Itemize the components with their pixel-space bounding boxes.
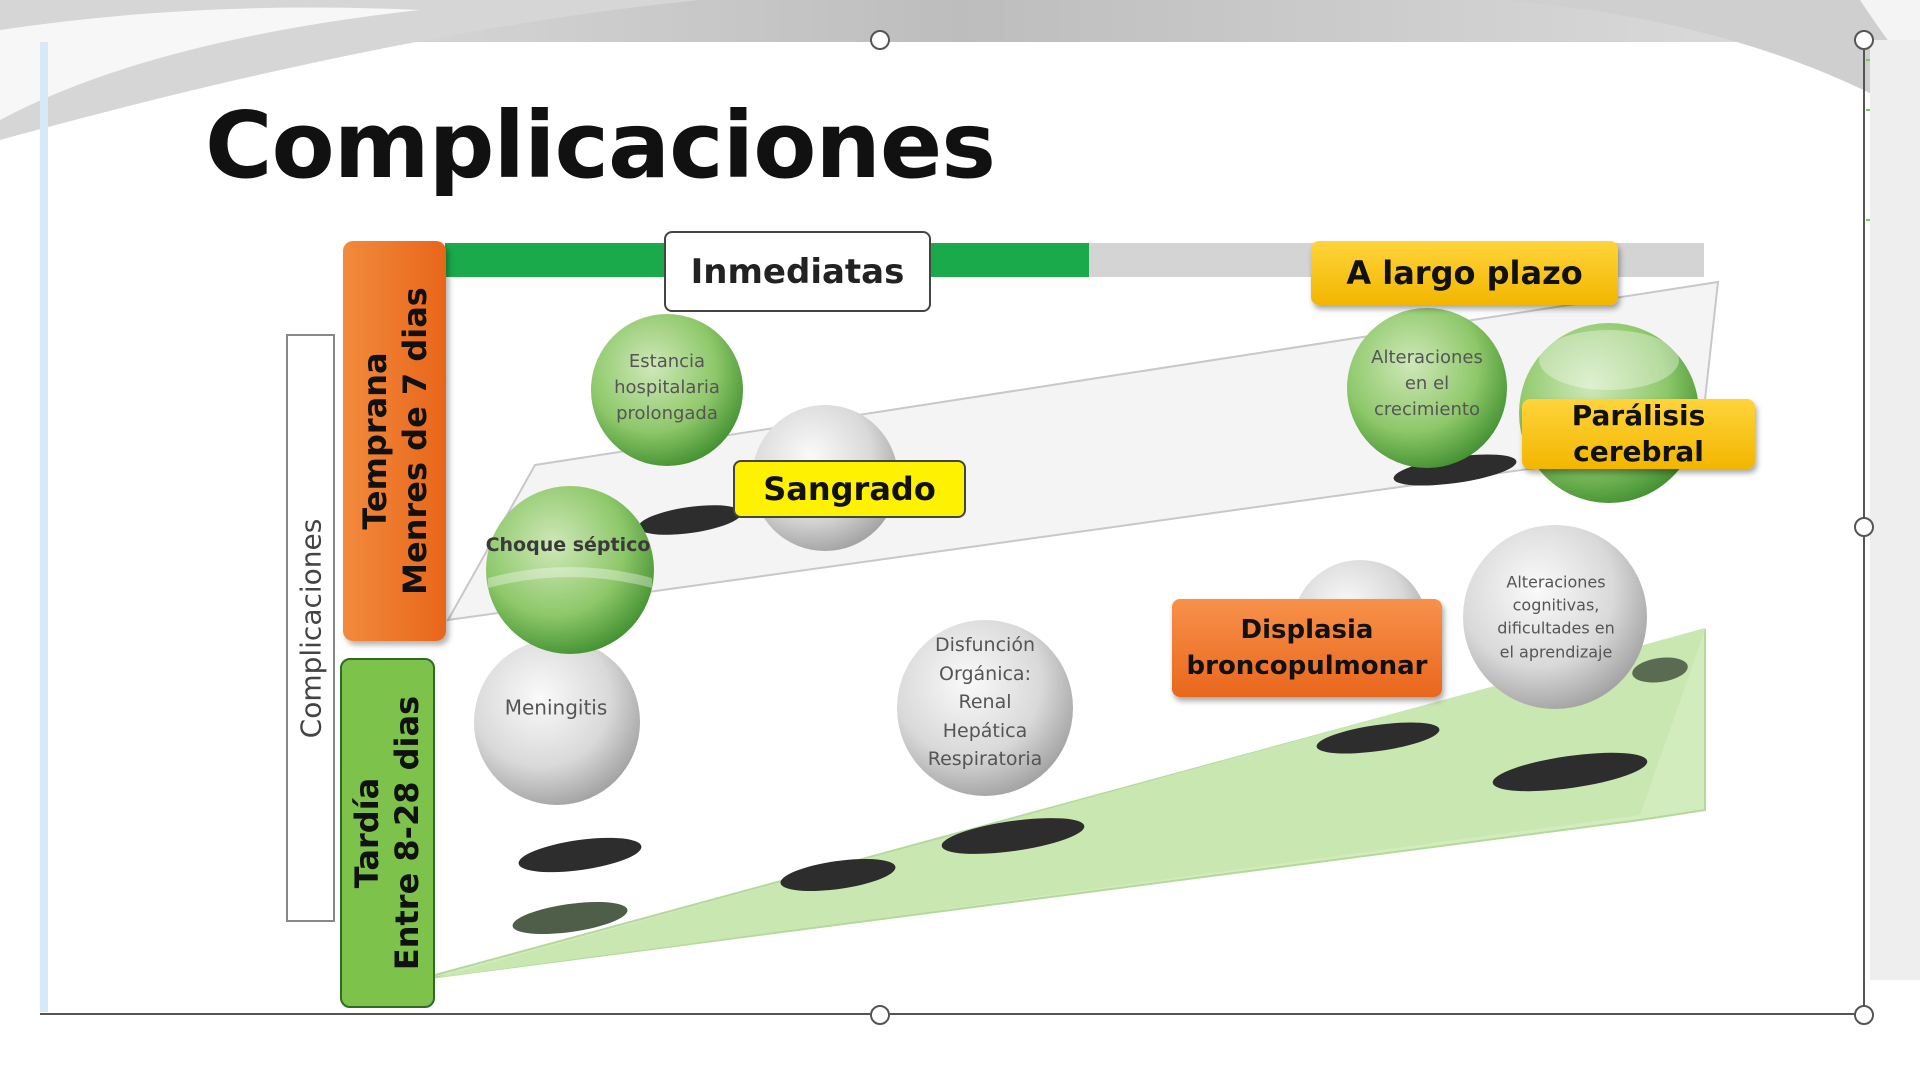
selection-frame xyxy=(40,40,1865,1015)
bubble-choque-septico xyxy=(486,486,654,654)
bubble-estancia xyxy=(591,314,743,466)
phase-tardia: Tardía Entre 8-28 dias xyxy=(340,658,435,1008)
phase-temprana: Temprana Menres de 7 dias xyxy=(343,241,446,641)
bubble-text-choque: Choque séptico xyxy=(485,534,651,557)
bubble-text-crecimiento: Alteraciones en el crecimiento xyxy=(1371,346,1483,421)
bubble-alteraciones-cognitivas xyxy=(1463,525,1647,709)
tag-paralisis: Parálisis cerebral xyxy=(1522,399,1755,469)
resize-handle-bottom-right[interactable] xyxy=(1854,1005,1874,1025)
shadow xyxy=(1632,657,1688,683)
bubble-text-disfuncion: Disfunción Orgánica: Renal Hepática Resp… xyxy=(927,633,1043,770)
bubble-alteraciones-crecimiento xyxy=(1347,308,1507,468)
tag-largo-plazo: A largo plazo xyxy=(1311,241,1618,305)
bubble-text-meningitis: Meningitis xyxy=(504,695,608,720)
tag-displasia: Displasia broncopulmonar xyxy=(1172,599,1442,697)
shadow xyxy=(638,505,742,535)
bubble-text-cognitivas: Alteraciones cognitivas, dificultades en… xyxy=(1497,572,1615,662)
shadow xyxy=(512,901,628,935)
bubble-disfuncion xyxy=(897,620,1073,796)
shadow xyxy=(1492,752,1648,792)
resize-handle-top-right[interactable] xyxy=(1854,30,1874,50)
shadow xyxy=(1393,454,1517,486)
bubble-meningitis xyxy=(474,639,640,805)
bubble-text-estancia: Estancia hospitalaria prolongada xyxy=(614,350,720,425)
shadow xyxy=(941,818,1085,854)
tag-inmediatas: Inmediatas xyxy=(664,231,931,312)
page-title: Complicaciones xyxy=(205,92,996,199)
resize-handle-bottom[interactable] xyxy=(870,1005,890,1025)
resize-handle-right[interactable] xyxy=(1854,517,1874,537)
resize-handle-top[interactable] xyxy=(870,30,890,50)
shadow xyxy=(780,858,896,892)
tag-sangrado: Sangrado xyxy=(733,460,966,518)
side-bracket xyxy=(286,334,335,922)
shadow xyxy=(1316,722,1440,754)
shadow xyxy=(518,837,642,873)
